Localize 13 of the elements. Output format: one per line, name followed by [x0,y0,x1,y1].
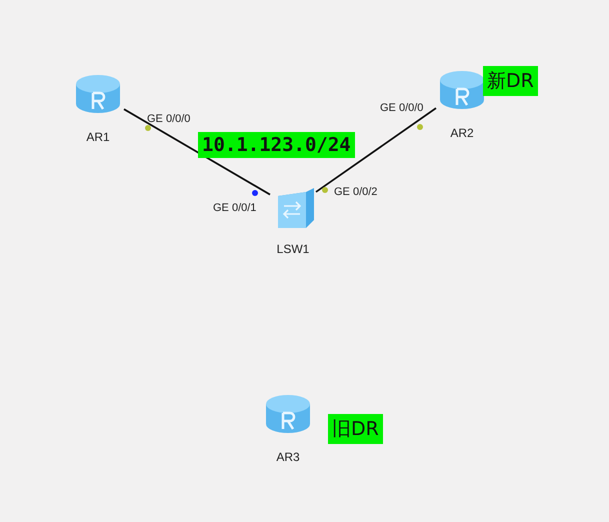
subnet-tag: 10.1.123.0/24 [198,132,355,158]
status-tag: 新DR [483,66,538,96]
port-label: GE 0/0/1 [213,202,256,214]
port-label: GE 0/0/0 [380,102,424,114]
device-label: LSW1 [276,242,310,256]
device-label: AR1 [86,130,110,144]
port-label: GE 0/0/2 [334,186,378,198]
link-line [315,107,437,193]
device-label: AR2 [450,126,474,140]
status-tag: 旧DR [328,414,383,444]
device-label: AR3 [276,450,300,464]
link-line [124,108,270,196]
port-label: GE 0/0/0 [147,113,190,125]
